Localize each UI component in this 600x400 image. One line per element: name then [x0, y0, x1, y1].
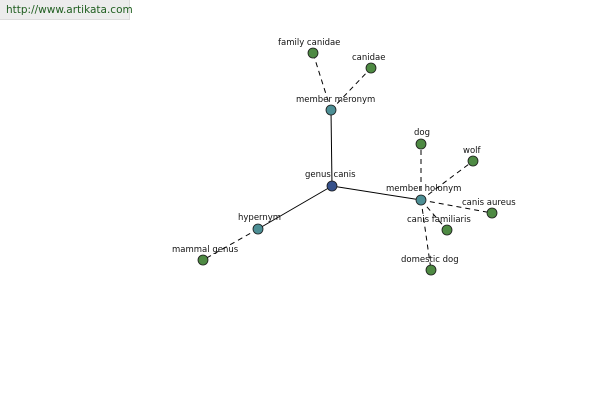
- node-marker-canidae[interactable]: [365, 62, 377, 74]
- node-genus-canis[interactable]: genus canis: [305, 170, 356, 192]
- node-label-domestic-dog: domestic dog: [401, 255, 459, 265]
- node-label-canis-familiaris: canis familiaris: [407, 215, 471, 225]
- site-url-link[interactable]: http://www.artikata.com: [0, 0, 133, 20]
- node-marker-family-canidae[interactable]: [307, 47, 319, 59]
- node-label-genus-canis: genus canis: [305, 170, 356, 180]
- node-mammal-genus[interactable]: mammal genus: [172, 245, 239, 266]
- edge-hypernym-to-mammal-genus: [202, 228, 259, 261]
- node-marker-wolf[interactable]: [467, 155, 479, 167]
- node-label-member-holonym: member holonym: [386, 184, 461, 194]
- node-member-holonym[interactable]: member holonym: [386, 184, 461, 206]
- node-label-family-canidae: family canidae: [278, 38, 340, 48]
- node-label-canis-aureus: canis aureus: [462, 198, 516, 208]
- edges-layer: [202, 52, 493, 271]
- edge-member-holonym-to-wolf: [420, 160, 474, 201]
- edge-genus-canis-to-hypernym: [257, 185, 333, 230]
- node-marker-canis-aureus[interactable]: [486, 207, 498, 219]
- node-wolf[interactable]: wolf: [463, 146, 482, 167]
- edge-member-meronym-to-family-canidae: [312, 52, 332, 111]
- node-label-wolf: wolf: [463, 146, 482, 156]
- edge-member-holonym-to-canis-familiaris: [420, 199, 448, 231]
- node-marker-mammal-genus[interactable]: [197, 254, 209, 266]
- edge-member-holonym-to-domestic-dog: [420, 199, 432, 271]
- node-marker-genus-canis[interactable]: [326, 180, 338, 192]
- edge-genus-canis-to-member-meronym: [330, 109, 333, 187]
- node-member-meronym[interactable]: member meronym: [296, 95, 375, 116]
- node-marker-member-holonym[interactable]: [415, 194, 427, 206]
- node-canis-aureus[interactable]: canis aureus: [462, 198, 516, 219]
- node-marker-canis-familiaris[interactable]: [441, 224, 453, 236]
- node-label-mammal-genus: mammal genus: [172, 245, 239, 255]
- node-marker-domestic-dog[interactable]: [425, 264, 437, 276]
- edge-member-meronym-to-canidae: [330, 67, 372, 111]
- node-canidae[interactable]: canidae: [352, 53, 385, 74]
- node-label-dog: dog: [414, 128, 430, 138]
- node-label-member-meronym: member meronym: [296, 95, 375, 105]
- node-family-canidae[interactable]: family canidae: [278, 38, 340, 59]
- edge-genus-canis-to-member-holonym: [331, 185, 422, 201]
- node-marker-member-meronym[interactable]: [325, 104, 337, 116]
- node-dog[interactable]: dog: [414, 128, 430, 150]
- node-label-hypernym: hypernym: [238, 213, 281, 223]
- node-marker-hypernym[interactable]: [252, 223, 264, 235]
- edge-member-holonym-to-canis-aureus: [420, 199, 493, 214]
- node-marker-dog[interactable]: [415, 138, 427, 150]
- nodes-layer: genus canis member meronym member holonym h…: [172, 38, 516, 276]
- node-domestic-dog[interactable]: domestic dog: [401, 255, 459, 276]
- node-hypernym[interactable]: hypernym: [238, 213, 281, 235]
- node-label-canidae: canidae: [352, 53, 385, 63]
- node-canis-familiaris[interactable]: canis familiaris: [407, 215, 471, 236]
